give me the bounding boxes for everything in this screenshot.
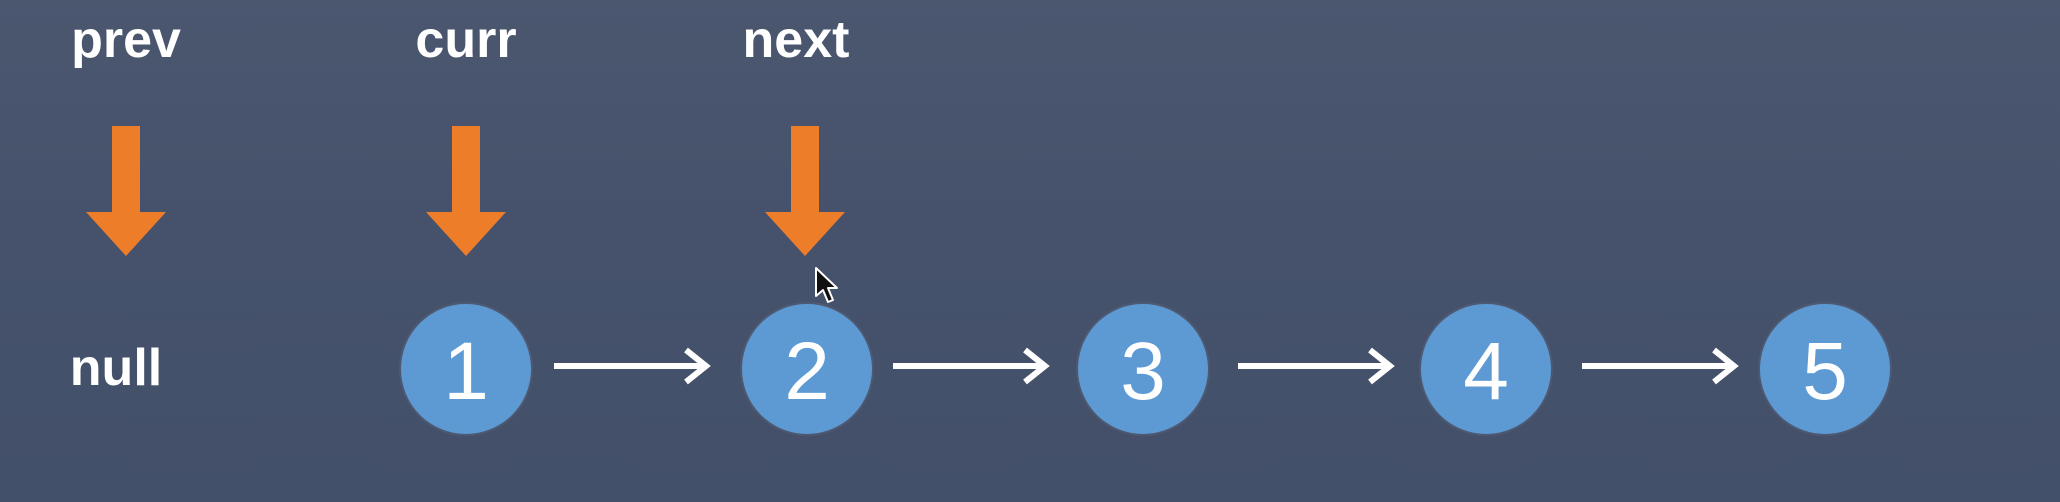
pointer-arrow-curr-icon [426, 126, 506, 256]
pointer-arrow-next-icon [765, 126, 845, 256]
list-node-4: 4 [1421, 304, 1551, 434]
list-node-2: 2 [742, 304, 872, 434]
link-arrow-4-to-5-icon [1582, 347, 1739, 385]
node-value: 2 [784, 326, 830, 417]
node-value: 4 [1463, 326, 1509, 417]
link-arrow-2-to-3-icon [893, 347, 1050, 385]
null-label: null [69, 339, 163, 397]
link-arrow-1-to-2-icon [554, 347, 711, 385]
pointer-label-next: next [742, 11, 850, 69]
node-value: 1 [443, 326, 489, 417]
pointer-label-prev: prev [71, 11, 181, 69]
node-value: 5 [1802, 326, 1848, 417]
list-node-1: 1 [401, 304, 531, 434]
pointer-label-curr: curr [415, 11, 517, 69]
mouse-cursor-icon [815, 267, 838, 303]
list-node-5: 5 [1760, 304, 1890, 434]
node-value: 3 [1120, 326, 1166, 417]
pointer-arrow-prev-icon [86, 126, 166, 256]
link-arrow-3-to-4-icon [1238, 347, 1395, 385]
list-node-3: 3 [1078, 304, 1208, 434]
